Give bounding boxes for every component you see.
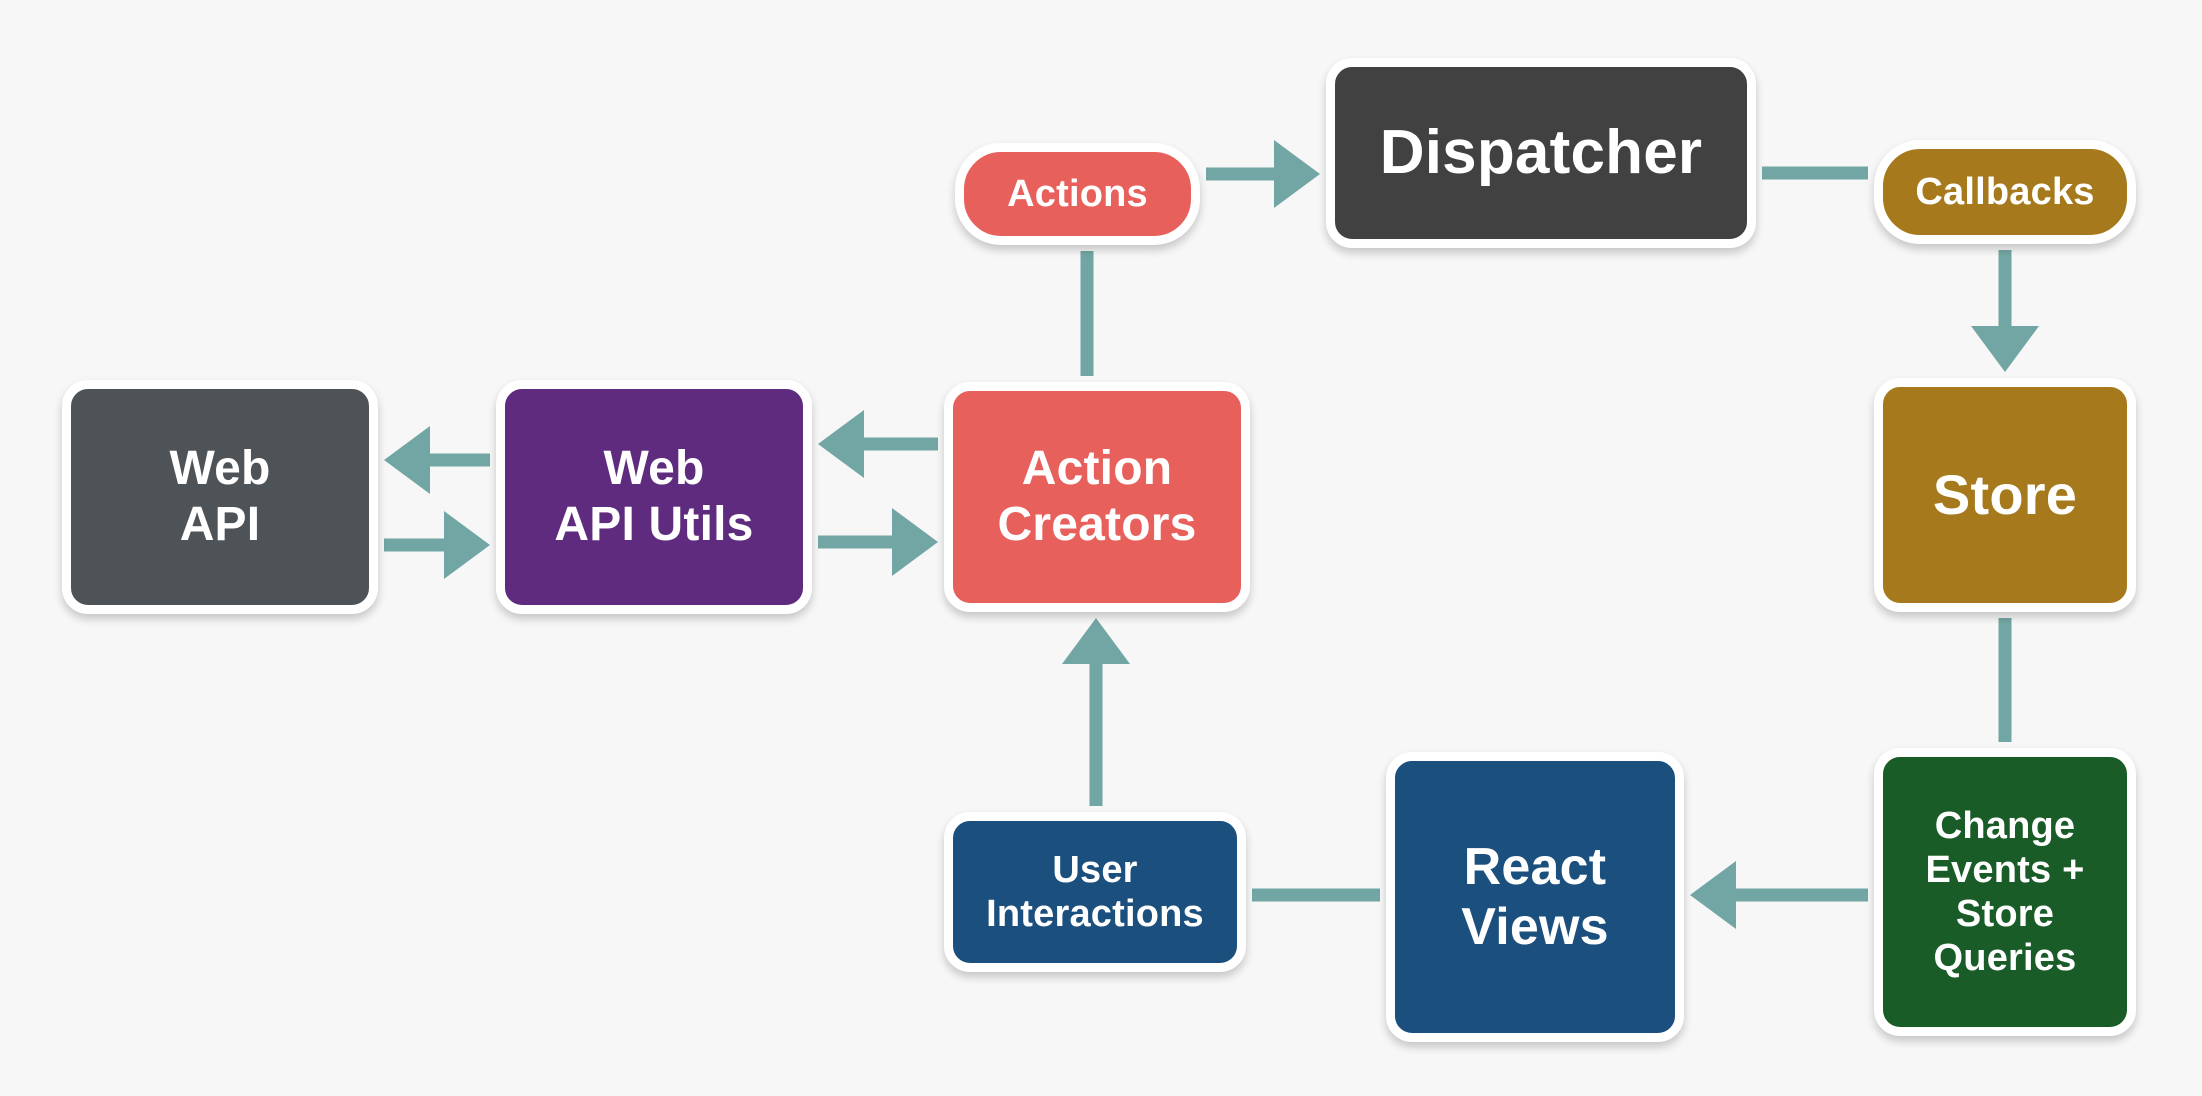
connector-arrowhead: [444, 511, 490, 579]
node-callbacks[interactable]: Callbacks: [1874, 140, 2136, 244]
node-label-dispatcher: Dispatcher: [1379, 118, 1703, 188]
node-action-creators[interactable]: Action Creators: [944, 382, 1250, 612]
connector-arrowhead: [1690, 861, 1736, 929]
node-store[interactable]: Store: [1874, 378, 2136, 612]
node-label-web-api-utils: Web API Utils: [554, 442, 754, 551]
node-web-api[interactable]: Web API: [62, 380, 378, 614]
node-label-store: Store: [1932, 462, 2078, 526]
connector-web-api-utils-to-action-creators: [818, 508, 938, 576]
connector-arrowhead: [1062, 618, 1130, 664]
node-label-callbacks: Callbacks: [1915, 170, 2095, 213]
node-dispatcher[interactable]: Dispatcher: [1326, 58, 1756, 248]
node-react-views[interactable]: React Views: [1386, 752, 1684, 1042]
connector-arrowhead: [1971, 326, 2039, 372]
connector-callbacks-to-store: [1971, 250, 2039, 372]
node-label-action-creators: Action Creators: [997, 442, 1197, 551]
node-label-react-views: React Views: [1461, 837, 1609, 956]
connector-web-api-to-web-api-utils: [384, 511, 490, 579]
node-label-actions: Actions: [1007, 172, 1148, 215]
node-web-api-utils[interactable]: Web API Utils: [496, 380, 812, 614]
node-label-web-api: Web API: [169, 442, 271, 551]
connector-user-interactions-to-action-creators: [1062, 618, 1130, 806]
node-label-user-interactions: User Interactions: [986, 848, 1204, 935]
connector-change-events-to-react-views: [1690, 861, 1868, 929]
connector-action-creators-to-web-api-utils: [818, 410, 938, 478]
node-actions[interactable]: Actions: [955, 143, 1200, 245]
connector-arrowhead: [892, 508, 938, 576]
connector-arrowhead: [818, 410, 864, 478]
node-change-events-store-queries[interactable]: Change Events + Store Queries: [1874, 748, 2136, 1036]
node-user-interactions[interactable]: User Interactions: [944, 812, 1246, 972]
node-label-change-events-store-queries: Change Events + Store Queries: [1925, 804, 2085, 980]
connector-web-api-utils-to-web-api: [384, 426, 490, 494]
connector-actions-to-dispatcher: [1206, 140, 1320, 208]
connector-arrowhead: [1274, 140, 1320, 208]
connector-arrowhead: [384, 426, 430, 494]
